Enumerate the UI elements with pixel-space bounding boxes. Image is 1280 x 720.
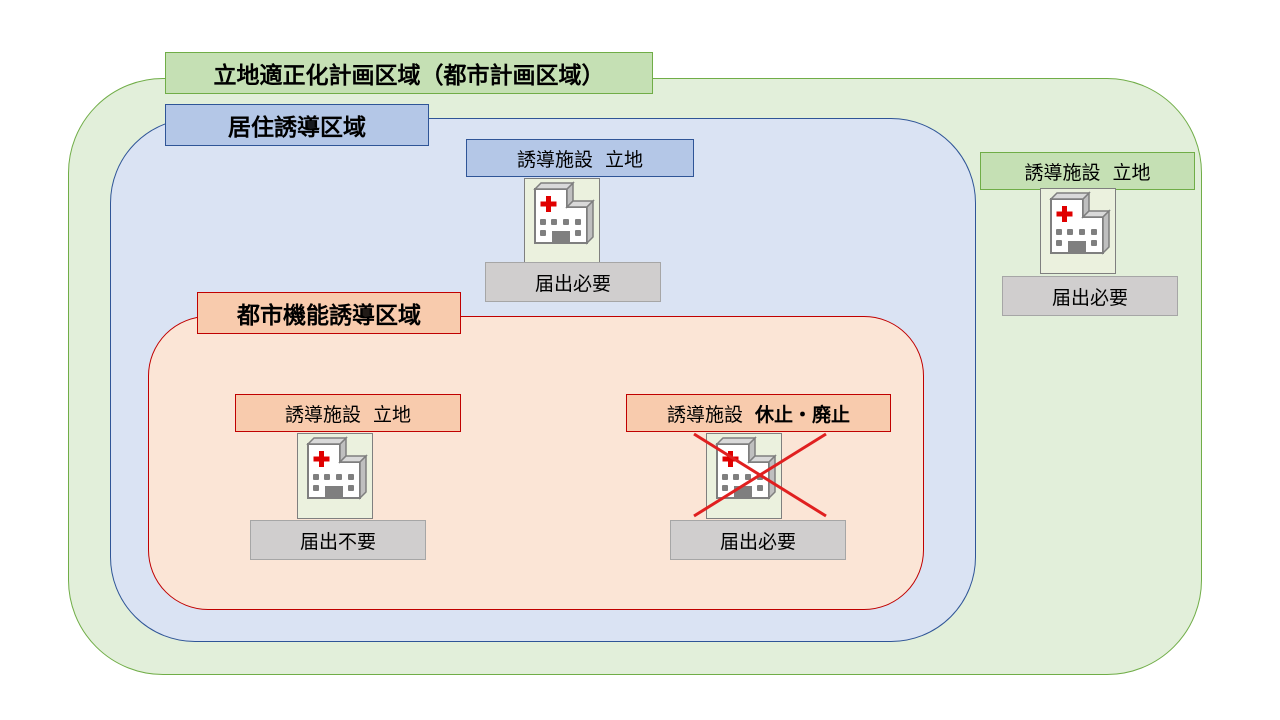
facility-name: 誘導施設 bbox=[284, 403, 361, 426]
hospital-icon bbox=[524, 178, 600, 264]
notice-required-badge: 届出必要 bbox=[1002, 276, 1178, 316]
facility-label: 誘導施設立地 bbox=[980, 152, 1195, 190]
facility-status: 立地 bbox=[373, 403, 412, 426]
hospital-icon bbox=[706, 433, 782, 519]
outer-area-label: 立地適正化計画区域（都市計画区域） bbox=[165, 52, 653, 94]
hospital-icon bbox=[297, 433, 373, 519]
facility-label: 誘導施設休止・廃止 bbox=[626, 394, 891, 432]
facility-status: 立地 bbox=[1112, 161, 1151, 184]
facility-label: 誘導施設立地 bbox=[466, 139, 694, 177]
notice-not-required-badge: 届出不要 bbox=[250, 520, 426, 560]
urban-function-guidance-area bbox=[148, 316, 924, 610]
facility-name: 誘導施設 bbox=[516, 148, 593, 171]
urban-area-label: 都市機能誘導区域 bbox=[197, 292, 461, 334]
residential-area-label: 居住誘導区域 bbox=[165, 104, 429, 146]
notice-required-badge: 届出必要 bbox=[670, 520, 846, 560]
facility-status: 立地 bbox=[605, 148, 644, 171]
facility-name: 誘導施設 bbox=[666, 403, 743, 426]
notice-required-badge: 届出必要 bbox=[485, 262, 661, 302]
hospital-icon bbox=[1040, 188, 1116, 274]
facility-status: 休止・廃止 bbox=[755, 403, 851, 426]
cross-out-icon bbox=[693, 432, 827, 518]
facility-label: 誘導施設立地 bbox=[235, 394, 461, 432]
facility-name: 誘導施設 bbox=[1024, 161, 1101, 184]
